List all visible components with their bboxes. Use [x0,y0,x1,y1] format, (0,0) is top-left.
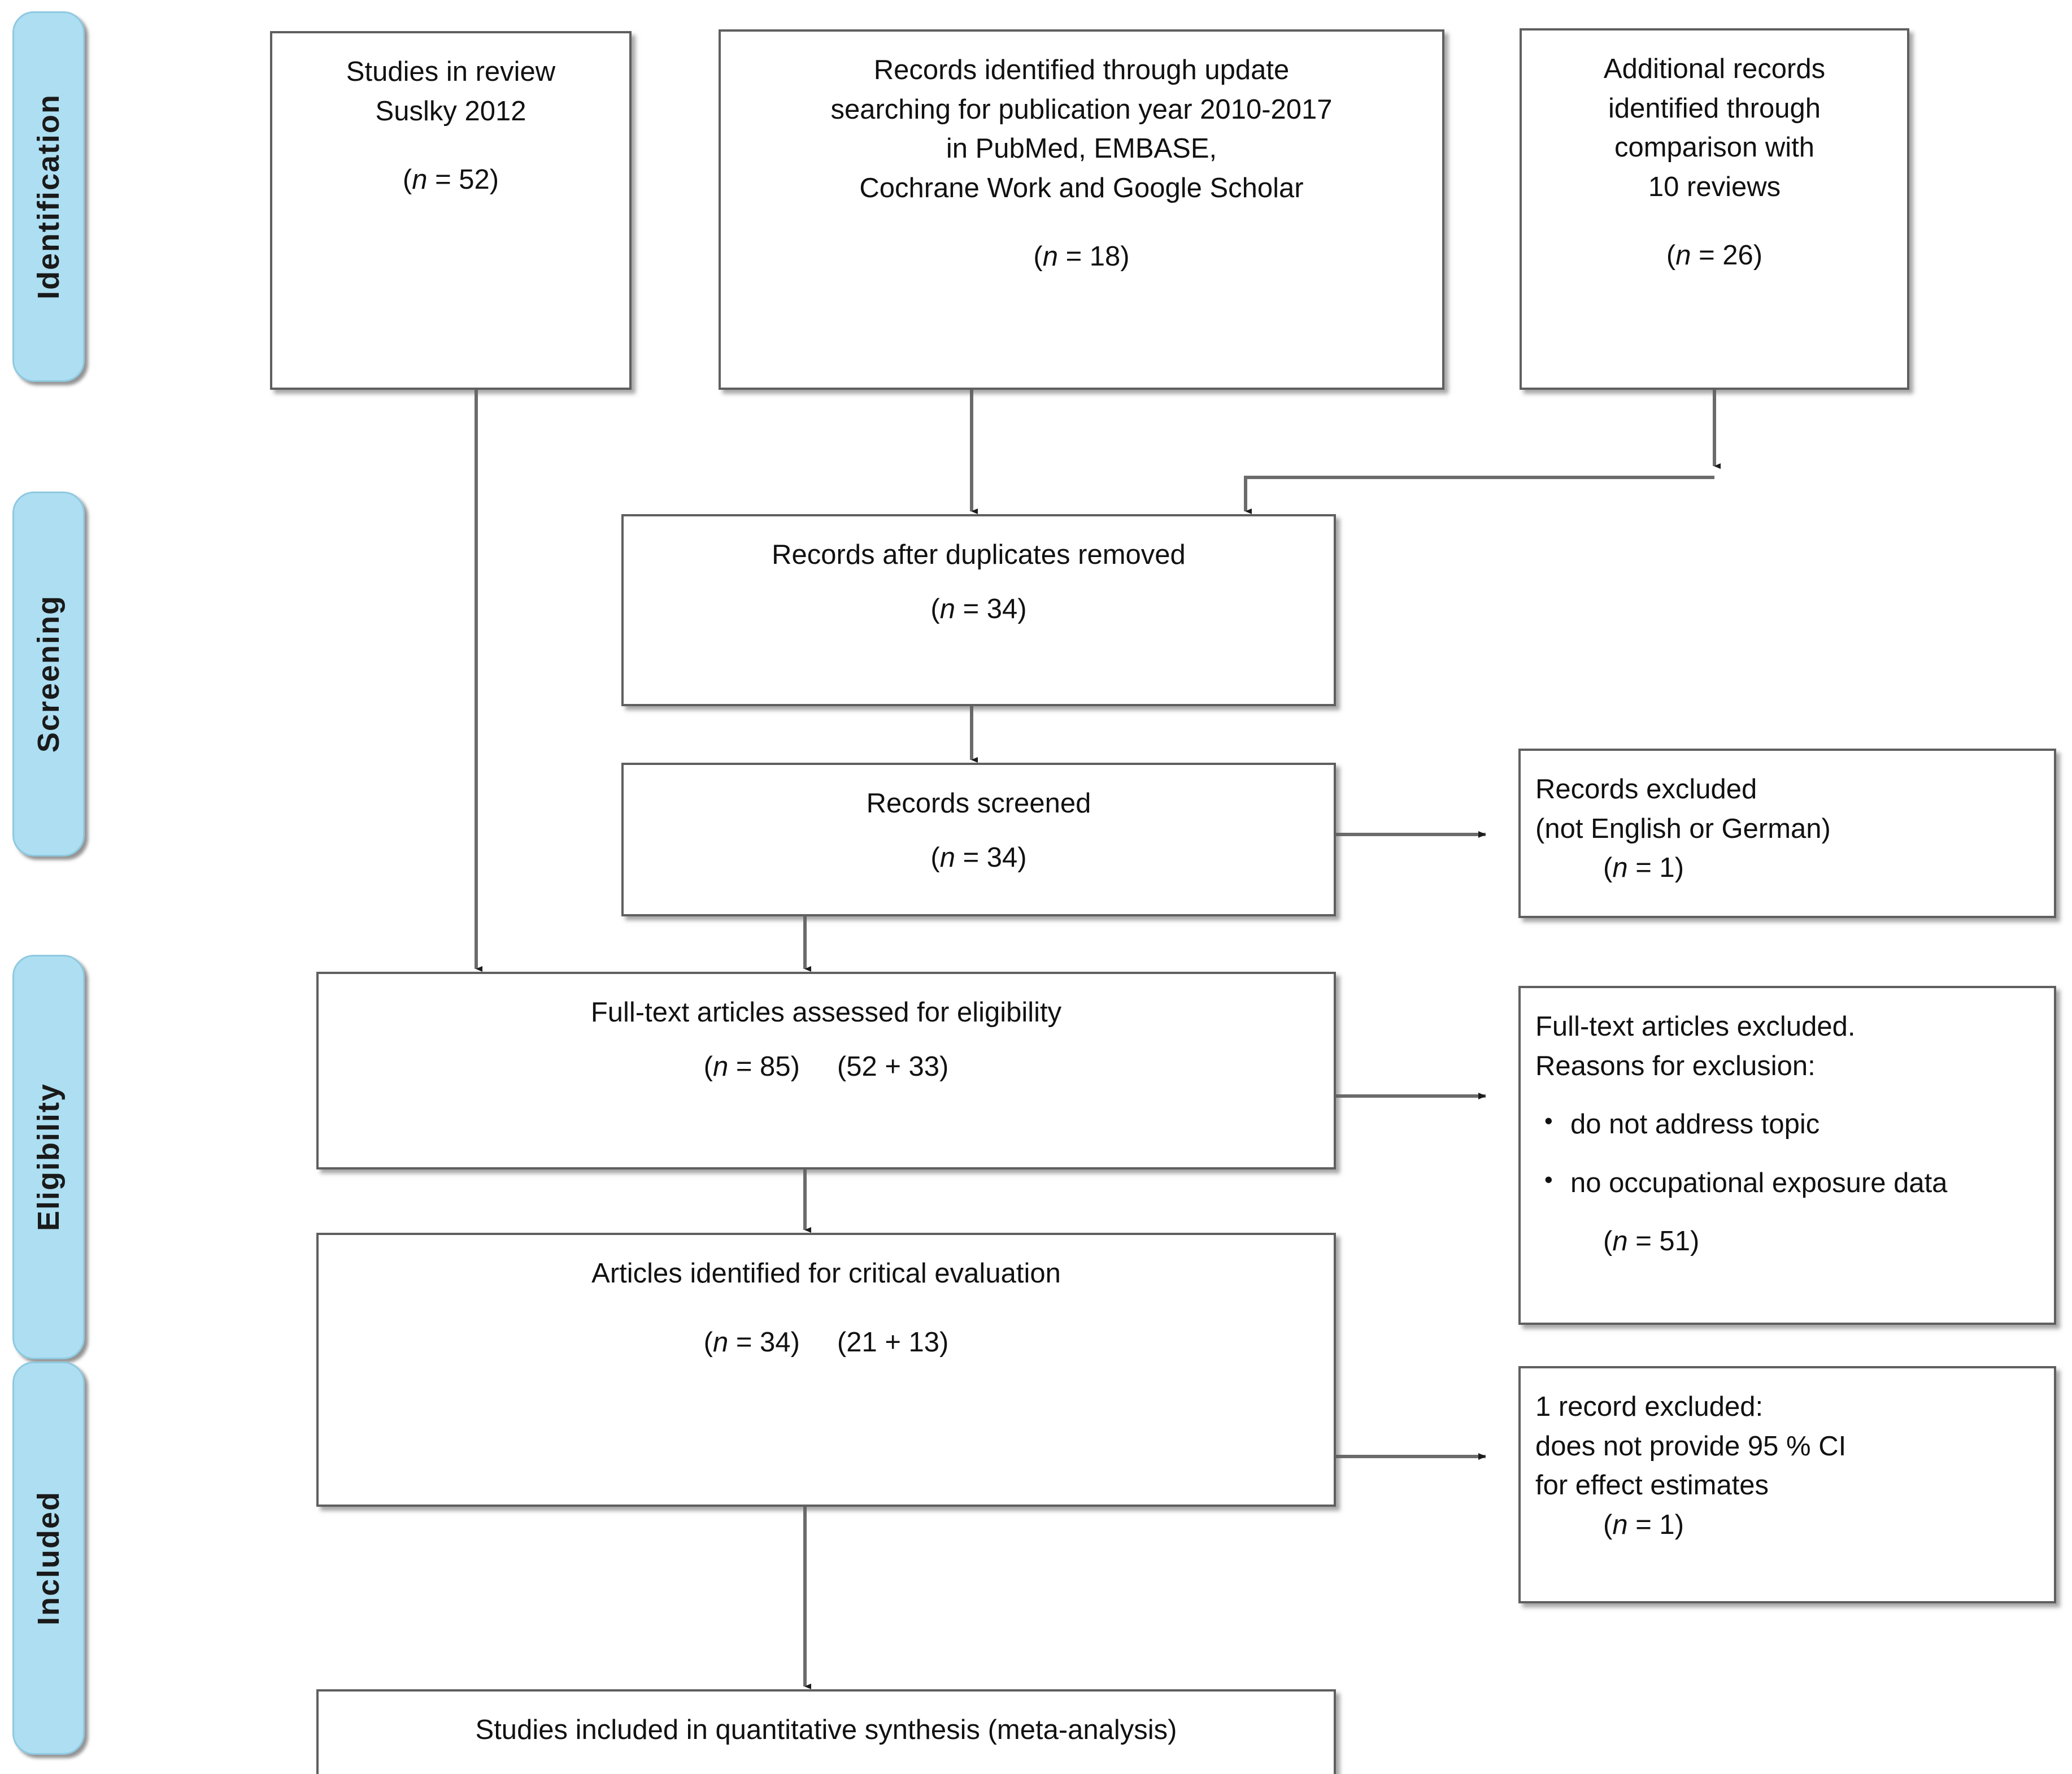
box-critical-evaluation: Articles identified for critical evaluat… [316,1233,1336,1507]
additional-records-count: (n = 26) [1666,240,1763,271]
stage-label-screening: Screening [32,595,66,753]
box-records-identified: Records identified through update search… [719,29,1444,390]
critical-evaluation-count: (n = 34) [703,1327,800,1358]
duplicates-removed-count: (n = 34) [930,593,1027,624]
records-identified-line-1: Records identified through update [873,55,1290,85]
records-identified-count: (n = 18) [1033,241,1130,272]
record-excluded-ci-line-1: 1 record excluded: [1535,1392,1764,1422]
additional-records-line-2: identified through [1608,93,1821,124]
records-excluded-count: (n = 1) [1603,853,1684,884]
box-studies-included: Studies included in quantitative synthes… [316,1689,1336,1774]
fulltext-excluded-count: (n = 51) [1603,1226,1700,1257]
stage-pill-screening: Screening [12,492,85,856]
stage-label-identification: Identification [32,94,66,299]
stage-label-eligibility: Eligibility [32,1082,66,1232]
critical-evaluation-count-detail: (21 + 13) [837,1327,949,1358]
fulltext-assessed-count: (n = 85) [703,1051,800,1082]
box-record-excluded-ci: 1 record excluded: does not provide 95 %… [1518,1366,2056,1603]
studies-included-line-1: Studies included in quantitative synthes… [475,1715,1177,1745]
record-excluded-ci-count: (n = 1) [1603,1509,1684,1540]
studies-in-review-line-1: Studies in review [346,56,556,87]
fulltext-assessed-count-detail: (52 + 33) [837,1051,949,1082]
studies-in-review-count: (n = 52) [402,164,499,195]
box-duplicates-removed: Records after duplicates removed (n = 34… [621,514,1336,706]
records-screened-line-1: Records screened [866,788,1091,819]
additional-records-line-4: 10 reviews [1648,171,1781,202]
records-identified-line-2: searching for publication year 2010-2017 [830,94,1333,125]
records-identified-line-4: Cochrane Work and Google Scholar [859,172,1304,203]
records-excluded-line-1: Records excluded [1535,774,1757,805]
stage-pill-identification: Identification [12,11,85,382]
box-fulltext-assessed: Full-text articles assessed for eligibil… [316,972,1336,1169]
records-identified-line-3: in PubMed, EMBASE, [946,133,1217,164]
connector-additional-elbow [1244,476,1714,514]
exclusion-reason-item: no occupational exposure data [1544,1163,1947,1203]
records-excluded-line-2: (not English or German) [1535,813,1831,844]
box-fulltext-excluded: Full-text articles excluded. Reasons for… [1518,986,2056,1325]
fulltext-excluded-reasons: do not address topic no occupational exp… [1535,1086,1947,1222]
record-excluded-ci-line-2: does not provide 95 % CI [1535,1430,1847,1462]
duplicates-removed-line-1: Records after duplicates removed [772,540,1186,570]
fulltext-assessed-line-1: Full-text articles assessed for eligibil… [590,997,1062,1028]
record-excluded-ci-line-3: for effect estimates [1535,1470,1769,1501]
fulltext-excluded-line-1: Full-text articles excluded. [1535,1011,1856,1042]
records-screened-count: (n = 34) [930,842,1027,873]
box-studies-in-review: Studies in review Suslky 2012 (n = 52) [270,31,632,390]
stage-pill-eligibility: Eligibility [12,955,85,1359]
box-records-screened: Records screened (n = 34) [621,763,1336,916]
studies-in-review-line-2: Suslky 2012 [375,95,526,127]
critical-evaluation-line-1: Articles identified for critical evaluat… [591,1258,1061,1289]
additional-records-line-1: Additional records [1603,54,1826,84]
stage-label-included: Included [32,1490,66,1625]
exclusion-reason-item: do not address topic [1544,1104,1947,1145]
box-additional-records: Additional records identified through co… [1520,28,1909,390]
additional-records-line-3: comparison with [1614,132,1815,163]
stage-pill-included: Included [12,1362,85,1755]
fulltext-excluded-line-2: Reasons for exclusion: [1535,1050,1816,1081]
box-records-excluded: Records excluded (not English or German)… [1518,749,2056,918]
